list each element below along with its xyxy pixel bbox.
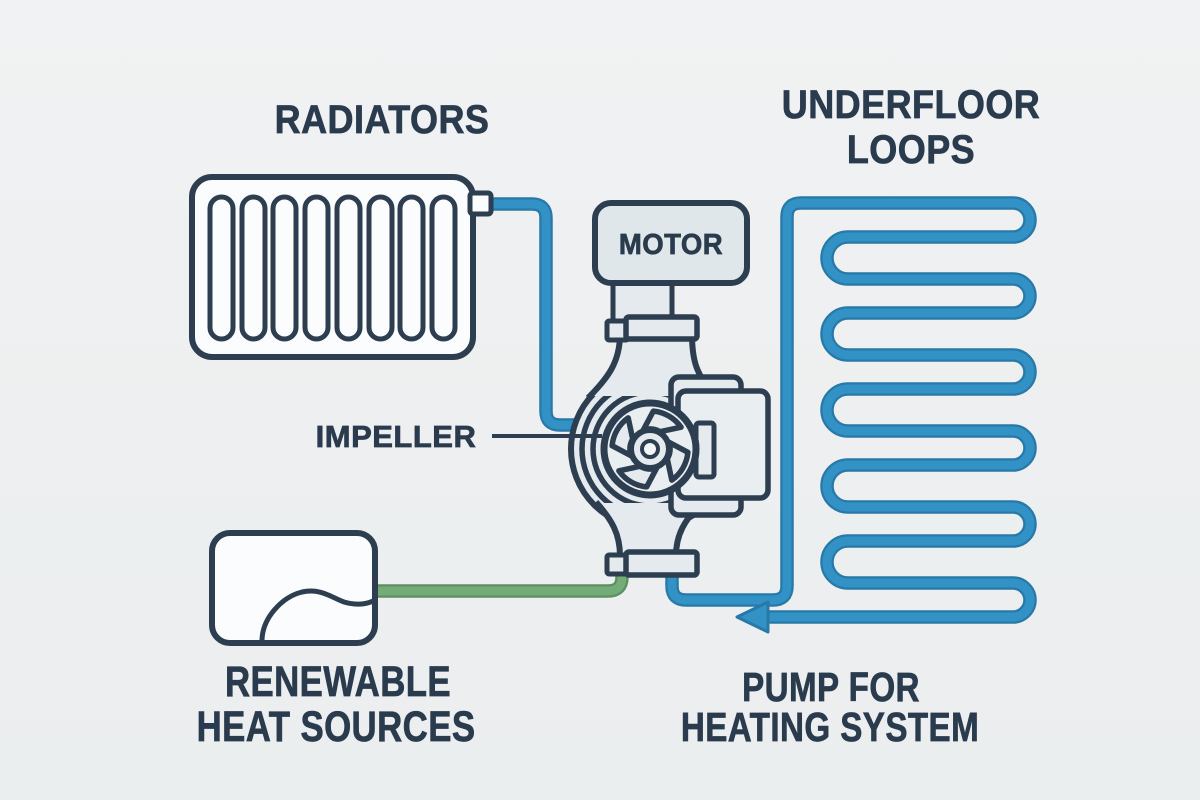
pump-icon: MOTOR [568, 200, 771, 578]
radiator-outlet-stub [467, 190, 494, 217]
radiator-fins [207, 194, 458, 342]
label-radiators: RADIATORS [275, 98, 490, 142]
label-underfloor-line1: UNDERFLOOR [782, 83, 1040, 127]
pipe-renewable-to-pump [372, 568, 622, 591]
label-renewable-line2: HEAT SOURCES [197, 704, 476, 751]
pipe-radiator-to-pump [489, 204, 598, 425]
flow-arrow-left-icon [735, 600, 770, 634]
motor-label: MOTOR [619, 227, 723, 260]
label-underfloor-line2: LOOPS [847, 128, 975, 172]
pump-bottom-flange [604, 549, 700, 578]
pump-top-flange [604, 314, 700, 343]
label-impeller: IMPELLER [316, 419, 477, 454]
renewable-heat-source-icon [209, 530, 378, 646]
label-renewable-line1: RENEWABLE [225, 659, 451, 706]
radiator-icon [189, 174, 494, 360]
label-pump-line2: HEATING SYSTEM [681, 704, 979, 750]
pipe-pump-to-underfloor-loops [672, 203, 1030, 634]
label-pump-line1: PUMP FOR [742, 664, 920, 710]
motor-icon: MOTOR [592, 200, 750, 286]
wave-icon [259, 588, 376, 644]
impeller-icon [600, 399, 700, 499]
